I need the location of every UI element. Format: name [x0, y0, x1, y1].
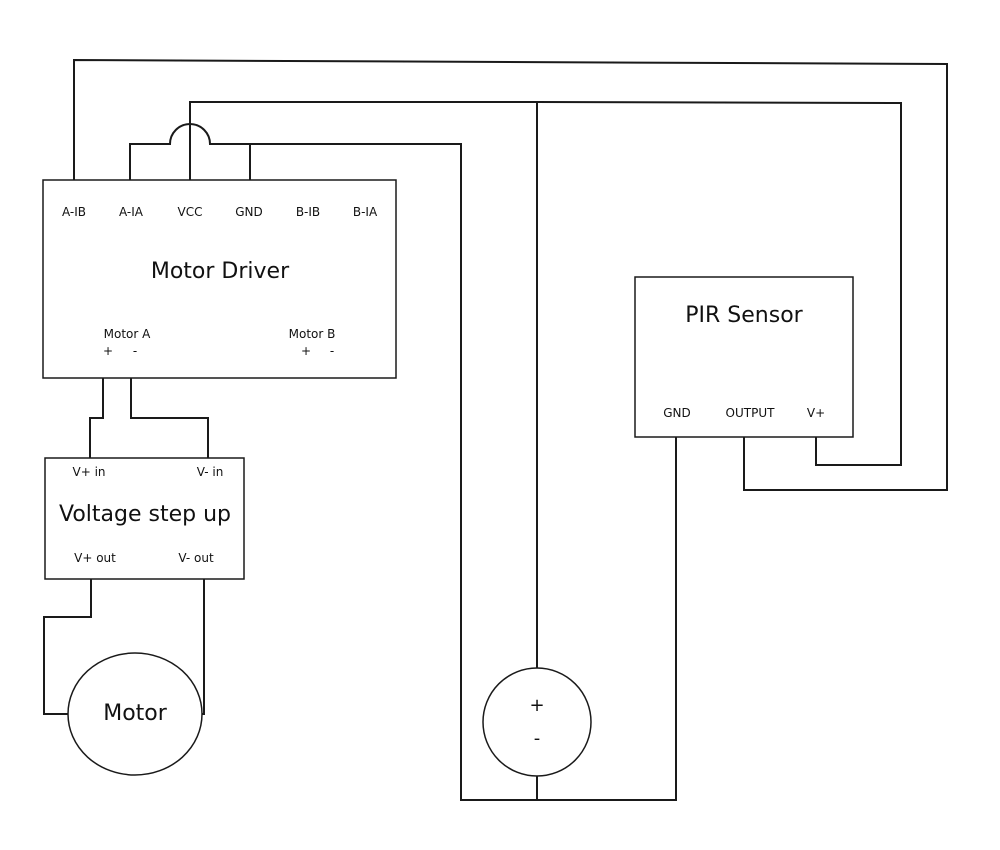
pir-pin-vplus: V+	[806, 406, 826, 420]
wire-motor-a-plus-to-vin-plus	[89, 378, 104, 458]
battery-plus: +	[529, 695, 545, 716]
motor-driver-title: Motor Driver	[150, 259, 290, 284]
pir-pin-gnd: GND	[663, 406, 691, 420]
motor-title: Motor	[103, 701, 167, 726]
wire-battery-minus-to-pir-gnd	[536, 437, 677, 801]
motor-driver-box	[42, 179, 397, 379]
motor-a-plus: +	[102, 344, 114, 358]
vin-minus-label: V- in	[196, 465, 224, 479]
wire-aib-to-pir-output	[73, 58, 948, 491]
pin-label-gnd: GND	[235, 205, 263, 219]
vout-plus-label: V+ out	[74, 551, 116, 565]
vout-minus-label: V- out	[178, 551, 214, 565]
pin-label-b-ib: B-IB	[295, 205, 321, 219]
battery-circle	[482, 667, 592, 777]
pin-label-vcc: VCC	[177, 205, 203, 219]
motor-b-plus: +	[300, 344, 312, 358]
pin-label-a-ia: A-IA	[118, 205, 144, 219]
wire-aia-to-battery-minus	[129, 123, 537, 801]
pir-sensor-title: PIR Sensor	[685, 303, 803, 328]
pir-sensor-box	[634, 276, 854, 438]
wire-vout-minus-to-motor	[200, 579, 205, 715]
motor-b-minus: -	[329, 344, 335, 358]
pin-label-a-ib: A-IB	[61, 205, 87, 219]
voltage-step-up-title: Voltage step up	[58, 502, 232, 527]
motor-b-label: Motor B	[288, 327, 336, 341]
voltage-step-up-box	[44, 457, 245, 580]
motor-a-minus: -	[132, 344, 138, 358]
vin-plus-label: V+ in	[72, 465, 106, 479]
wire-vcc-to-pir-vplus	[189, 101, 902, 466]
battery-minus: -	[533, 728, 541, 749]
motor-a-label: Motor A	[103, 327, 151, 341]
wire-motor-a-minus-to-vin-minus	[130, 378, 209, 458]
motor-circle	[67, 652, 203, 776]
wire-vout-plus-to-motor	[43, 579, 92, 715]
pir-pin-output: OUTPUT	[725, 406, 775, 420]
pin-label-b-ia: B-IA	[352, 205, 378, 219]
